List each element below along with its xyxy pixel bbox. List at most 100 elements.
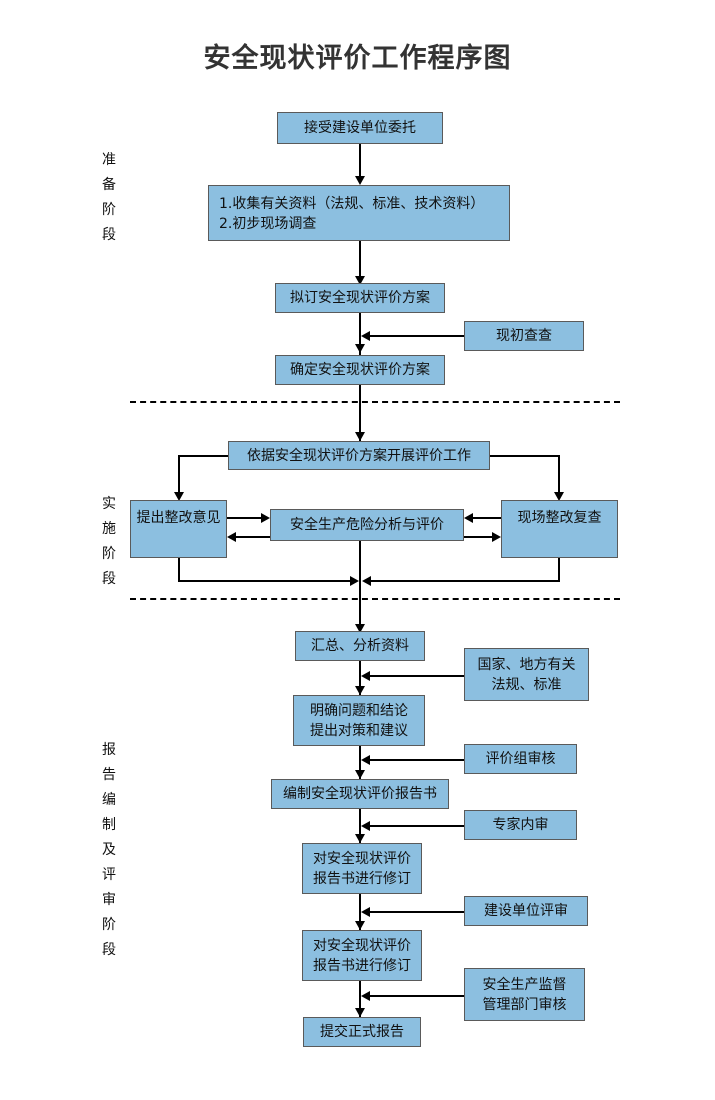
arrowhead-groupreview-to-main [361, 755, 370, 765]
arrowhead-survey-to-main [361, 331, 370, 341]
node-accept-commission-label: 接受建设单位委托 [304, 120, 416, 136]
stage-label-preparation: 准备阶段 [102, 152, 116, 243]
node-group-review-label: 评价组审核 [485, 751, 556, 767]
node-risk-analysis-label: 安全生产危险分析与评价 [290, 517, 444, 533]
connector-laws-to-main [370, 675, 464, 677]
node-expert-review-label: 专家内审 [492, 817, 549, 833]
node-confirm-plan[interactable]: 确定安全现状评价方案 [275, 355, 445, 385]
arrowhead-revise1-to-revise2 [355, 921, 365, 930]
arrowhead-summarize-to-clarify [355, 686, 365, 695]
arrowhead-laws-to-main [361, 671, 370, 681]
arrowhead-risk-to-rectify [227, 532, 236, 542]
node-laws-standards[interactable]: 国家、地方有关 法规、标准 [464, 648, 589, 701]
node-clarify-conclusion[interactable]: 明确问题和结论 提出对策和建议 [293, 695, 425, 746]
arrowhead-to-summarize [355, 624, 365, 633]
node-expert-review[interactable]: 专家内审 [464, 810, 577, 840]
node-revise-report-2-line1: 对安全现状评价 [313, 937, 411, 954]
arrowhead-clarify-to-compile [355, 770, 365, 779]
connector-rectify-merge [178, 580, 353, 582]
connector-accept-to-collect [359, 144, 361, 176]
node-risk-analysis[interactable]: 安全生产危险分析与评价 [270, 509, 464, 541]
arrowhead-rectify-merge [350, 576, 359, 586]
connector-confirm-to-carryout [359, 385, 361, 441]
connector-recheck-merge [369, 580, 560, 582]
connector-carryout-right-branch [490, 455, 560, 457]
connector-carryout-left-down [178, 455, 180, 495]
connector-expertreview-to-main [370, 825, 464, 827]
node-submit-report-label: 提交正式报告 [320, 1024, 404, 1040]
connector-risk-to-recheck [464, 536, 492, 538]
connector-groupreview-to-main [370, 759, 464, 761]
arrowhead-recheck-merge [362, 576, 371, 586]
stage-label-reporting: 报告编制及评审阶段 [102, 742, 116, 958]
connector-carryout-right-down [558, 455, 560, 495]
connector-implementation-main-down [359, 541, 361, 633]
arrowhead-rectify-to-risk [261, 513, 270, 523]
node-accept-commission[interactable]: 接受建设单位委托 [277, 112, 443, 144]
arrowhead-confirm-to-carryout [355, 432, 365, 441]
node-draft-plan[interactable]: 拟订安全现状评价方案 [275, 283, 445, 313]
node-carry-out-evaluation-label: 依据安全现状评价方案开展评价工作 [247, 447, 471, 464]
connector-revise1-to-revise2 [359, 894, 361, 930]
node-site-recheck[interactable]: 现场整改复查 [501, 500, 618, 558]
arrowhead-supervision-to-main [361, 991, 370, 1001]
node-preliminary-survey-label: 现初查查 [496, 328, 552, 344]
node-owner-review[interactable]: 建设单位评审 [464, 896, 588, 926]
connector-revise2-to-submit [359, 981, 361, 1017]
node-owner-review-label: 建设单位评审 [484, 903, 568, 919]
arrowhead-risk-to-recheck [492, 532, 501, 542]
arrowhead-accept-to-collect [355, 176, 365, 185]
node-revise-report-2[interactable]: 对安全现状评价 报告书进行修订 [302, 930, 422, 981]
connector-clarify-to-compile [359, 746, 361, 780]
node-laws-standards-line2: 法规、标准 [491, 676, 562, 693]
arrowhead-draft-to-confirm [355, 344, 365, 353]
node-supervision-review-line2: 管理部门审核 [482, 996, 567, 1013]
node-site-recheck-label: 现场整改复查 [517, 510, 602, 526]
stage-divider-2 [130, 598, 620, 600]
node-supervision-review-line1: 安全生产监督 [482, 976, 567, 993]
connector-risk-to-rectify [236, 536, 270, 538]
node-summarize-data[interactable]: 汇总、分析资料 [295, 631, 425, 661]
connector-recheck-to-risk [473, 517, 501, 519]
node-confirm-plan-label: 确定安全现状评价方案 [290, 362, 430, 378]
connector-carryout-left-branch [178, 455, 228, 457]
arrowhead-ownerreview-to-main [361, 907, 370, 917]
connector-survey-to-main [370, 335, 464, 337]
node-group-review[interactable]: 评价组审核 [464, 744, 577, 774]
node-clarify-conclusion-line1: 明确问题和结论 [310, 702, 408, 719]
arrowhead-compile-to-revise1 [355, 834, 365, 843]
connector-rectify-to-risk [227, 517, 261, 519]
arrowhead-expertreview-to-main [361, 821, 370, 831]
connector-recheck-down [558, 558, 560, 582]
node-collect-data[interactable]: 1.收集有关资料（法规、标准、技术资料） 2.初步现场调查 [208, 185, 510, 241]
connector-supervision-to-main [370, 995, 464, 997]
connector-compile-to-revise1 [359, 809, 361, 843]
node-revise-report-1[interactable]: 对安全现状评价 报告书进行修订 [302, 843, 422, 894]
node-revise-report-2-line2: 报告书进行修订 [313, 957, 411, 974]
connector-ownerreview-to-main [370, 911, 464, 913]
arrowhead-carryout-to-rectify [174, 492, 184, 501]
node-clarify-conclusion-line2: 提出对策和建议 [310, 722, 408, 739]
node-preliminary-survey[interactable]: 现初查查 [464, 321, 584, 351]
node-rectify-opinion[interactable]: 提出整改意见 [130, 500, 227, 558]
arrowhead-recheck-to-risk [464, 513, 473, 523]
arrowhead-carryout-to-recheck [554, 492, 564, 501]
arrowhead-collect-to-draft [355, 276, 365, 285]
node-compile-report[interactable]: 编制安全现状评价报告书 [271, 779, 449, 809]
node-carry-out-evaluation[interactable]: 依据安全现状评价方案开展评价工作 [228, 441, 490, 470]
stage-label-implementation: 实施阶段 [102, 496, 116, 587]
node-collect-data-line1: 1.收集有关资料（法规、标准、技术资料） [219, 196, 485, 212]
page-title: 安全现状评价工作程序图 [203, 43, 512, 74]
connector-collect-to-draft [359, 241, 361, 277]
node-collect-data-line2: 2.初步现场调查 [219, 216, 317, 232]
node-draft-plan-label: 拟订安全现状评价方案 [290, 290, 430, 306]
arrowhead-revise2-to-submit [355, 1008, 365, 1017]
node-submit-report[interactable]: 提交正式报告 [303, 1017, 421, 1047]
node-compile-report-label: 编制安全现状评价报告书 [283, 786, 437, 802]
node-laws-standards-line1: 国家、地方有关 [477, 656, 576, 673]
connector-rectify-down [178, 558, 180, 582]
node-supervision-review[interactable]: 安全生产监督 管理部门审核 [464, 968, 585, 1021]
node-revise-report-1-line2: 报告书进行修订 [313, 870, 411, 887]
connector-draft-to-confirm [359, 313, 361, 355]
